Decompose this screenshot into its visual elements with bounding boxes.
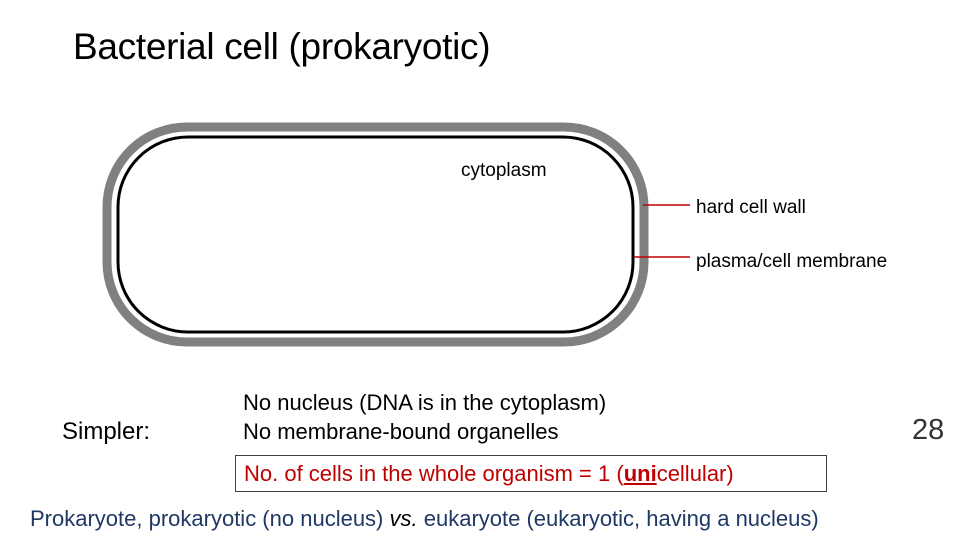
- cell-wall-label: hard cell wall: [696, 197, 806, 218]
- unicellular-callout: No. of cells in the whole organism = 1 (…: [235, 455, 827, 492]
- comparison-line: Prokaryote, prokaryotic (no nucleus) vs.…: [30, 506, 819, 532]
- cytoplasm-label: cytoplasm: [461, 160, 547, 181]
- slide-number: 28: [912, 414, 945, 446]
- membrane-label: plasma/cell membrane: [696, 251, 888, 272]
- callout-prefix: No. of cells in the whole organism = 1 (: [244, 461, 624, 486]
- eukaryote-text: eukaryote (eukaryotic, having a nucleus): [417, 506, 819, 531]
- simpler-label: Simpler:: [62, 418, 151, 445]
- callout-uni: uni: [623, 461, 657, 486]
- fact-no-organelles: No membrane-bound organelles: [243, 419, 559, 444]
- page-title: Bacterial cell (prokaryotic): [73, 26, 491, 67]
- fact-no-nucleus: No nucleus (DNA is in the cytoplasm): [243, 390, 607, 415]
- vs-text: vs.: [389, 506, 418, 531]
- facts-list: No nucleus (DNA is in the cytoplasm) No …: [243, 388, 606, 446]
- cell-wall: [102, 122, 649, 347]
- prokaryote-text: Prokaryote, prokaryotic (no nucleus): [30, 506, 390, 531]
- callout-suffix: cellular): [656, 461, 734, 486]
- plasma-membrane: [116, 135, 635, 334]
